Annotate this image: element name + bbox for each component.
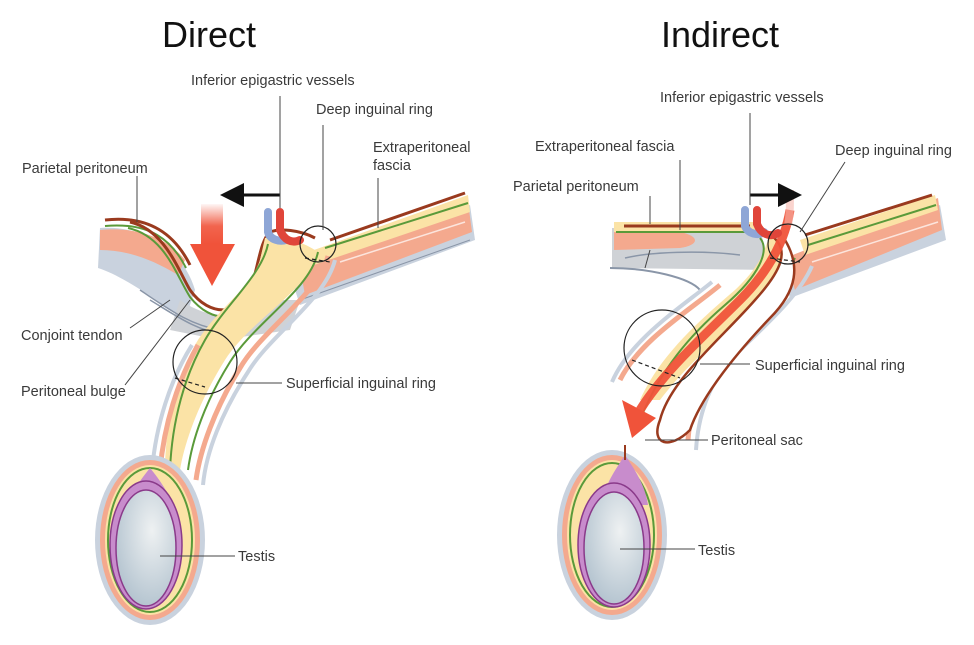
testis-shape: [583, 491, 645, 605]
label-parietal-peritoneum: Parietal peritoneum: [513, 179, 639, 195]
peritoneal-sac-outline: [656, 235, 796, 444]
label-extraperitoneal-fascia: Extraperitoneal fascia: [535, 139, 675, 155]
panel-title: Direct: [162, 14, 256, 55]
label-extraperitoneal-1: Extraperitoneal: [373, 140, 471, 156]
label-inferior-epigastric: Inferior epigastric vessels: [660, 90, 824, 106]
label-extraperitoneal-2: fascia: [373, 158, 412, 174]
spermatic-cord: [150, 237, 337, 486]
label-testis: Testis: [238, 549, 275, 565]
label-superficial-ring: Superficial inguinal ring: [755, 358, 905, 374]
scrotum: [95, 455, 205, 625]
label-superficial-ring: Superficial inguinal ring: [286, 376, 436, 392]
label-deep-ring: Deep inguinal ring: [316, 102, 433, 118]
label-peritoneal-bulge: Peritoneal bulge: [21, 384, 126, 400]
superficial-ring-circle: [172, 329, 238, 395]
testis-shape: [115, 489, 177, 607]
scrotum: [557, 445, 667, 620]
panel-title: Indirect: [661, 14, 779, 55]
label-deep-ring: Deep inguinal ring: [835, 143, 952, 159]
label-peritoneal-sac: Peritoneal sac: [711, 433, 803, 449]
deep-ring-circle: [299, 225, 337, 263]
label-conjoint-tendon: Conjoint tendon: [21, 328, 123, 344]
abdominal-wall: [290, 191, 475, 305]
left-wall: [98, 217, 195, 320]
indirect-panel: Indirect: [513, 14, 952, 620]
hernia-arrow-direct-icon: [190, 204, 235, 286]
direct-panel: Direct: [21, 14, 475, 625]
superficial-ring-circle: [623, 309, 701, 387]
deep-ring-circle: [767, 223, 809, 265]
label-inferior-epigastric: Inferior epigastric vessels: [191, 73, 355, 89]
left-wall: [609, 222, 770, 291]
abdominal-wall: [780, 193, 946, 298]
label-parietal-peritoneum: Parietal peritoneum: [22, 161, 148, 177]
inferior-epigastric-vessels-icon: [741, 206, 782, 240]
inferior-epigastric-vessels-icon: [264, 208, 304, 246]
label-testis: Testis: [698, 543, 735, 559]
